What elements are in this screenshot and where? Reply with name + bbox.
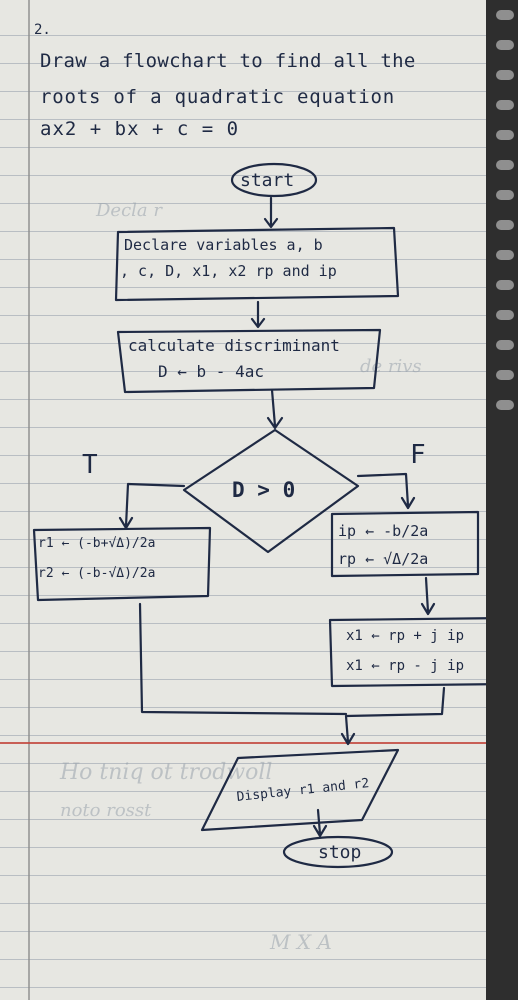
binding-ring [496,190,514,200]
bleed-through-text: Ho tniq ot trodwoll [60,760,273,785]
true-box-line-2: r2 ← (-b-√Δ)/2a [38,566,156,581]
complex-box-line-1: x1 ← rp + j ip [346,628,465,644]
bleed-through-text: Decla r [96,200,162,221]
notebook-page: Decla r de rivs Ho tniq ot trodwoll noto… [0,0,486,1000]
bleed-through-text: noto rosst [60,800,152,821]
binding-ring [496,370,514,380]
false-branch-label: F [410,440,426,470]
decision-label: D > 0 [232,478,296,502]
declare-line-2: , c, D, x1, x2 rp and ip [120,262,337,280]
declare-line-1: Declare variables a, b [124,236,323,254]
false-box-line-1: ip ← -b/2a [338,522,429,540]
arrow-start-to-declare [263,196,279,229]
binding-ring [496,340,514,350]
true-process-box [32,526,212,602]
question-line-1: Draw a flowchart to find all the [40,50,416,72]
connector-complex-to-display [340,686,446,746]
binding-ring [496,40,514,50]
binding-ring [496,70,514,80]
stop-label: stop [318,842,362,863]
calculate-box [116,328,382,394]
bleed-through-text: M X A [270,930,332,954]
display-parallelogram [200,748,400,832]
binding-ring [496,10,514,20]
question-line-3: ax2 + bx + c = 0 [40,118,240,140]
false-box-line-2: rp ← √Δ/2a [338,550,429,568]
flowchart-diagram [32,162,486,869]
binding-ring [496,220,514,230]
question-number: 2. [34,22,51,38]
binding-ring [496,160,514,170]
false-process-box [330,510,480,578]
arrow-declare-to-calculate [250,300,266,329]
complex-box-line-2: x1 ← rp - j ip [346,658,465,674]
stop-terminal [282,835,394,869]
binding-ring [496,280,514,290]
complex-roots-box [328,617,486,688]
start-terminal [230,162,318,198]
start-label: start [240,170,295,191]
margin-line [28,0,30,1000]
red-rule-line [0,742,486,744]
binding-ring [496,310,514,320]
arrow-display-to-stop [312,808,328,838]
connector-true-to-display [138,602,348,716]
question-line-2: roots of a quadratic equation [40,86,395,108]
decision-diamond [182,428,360,554]
arrow-decision-false [356,472,416,510]
binding-ring [496,400,514,410]
arrow-false-to-complex [420,576,436,616]
spiral-binding [486,0,518,1000]
true-box-line-1: r1 ← (-b+√Δ)/2a [38,536,156,551]
binding-ring [496,250,514,260]
calculate-line-2: D ← b - 4ac [158,362,264,381]
binding-ring [496,100,514,110]
declare-box [114,226,400,302]
true-branch-label: T [82,450,98,480]
arrow-calculate-to-decision [266,388,284,430]
calculate-line-1: calculate discriminant [128,336,340,355]
binding-ring [496,130,514,140]
arrow-decision-true [118,482,186,530]
